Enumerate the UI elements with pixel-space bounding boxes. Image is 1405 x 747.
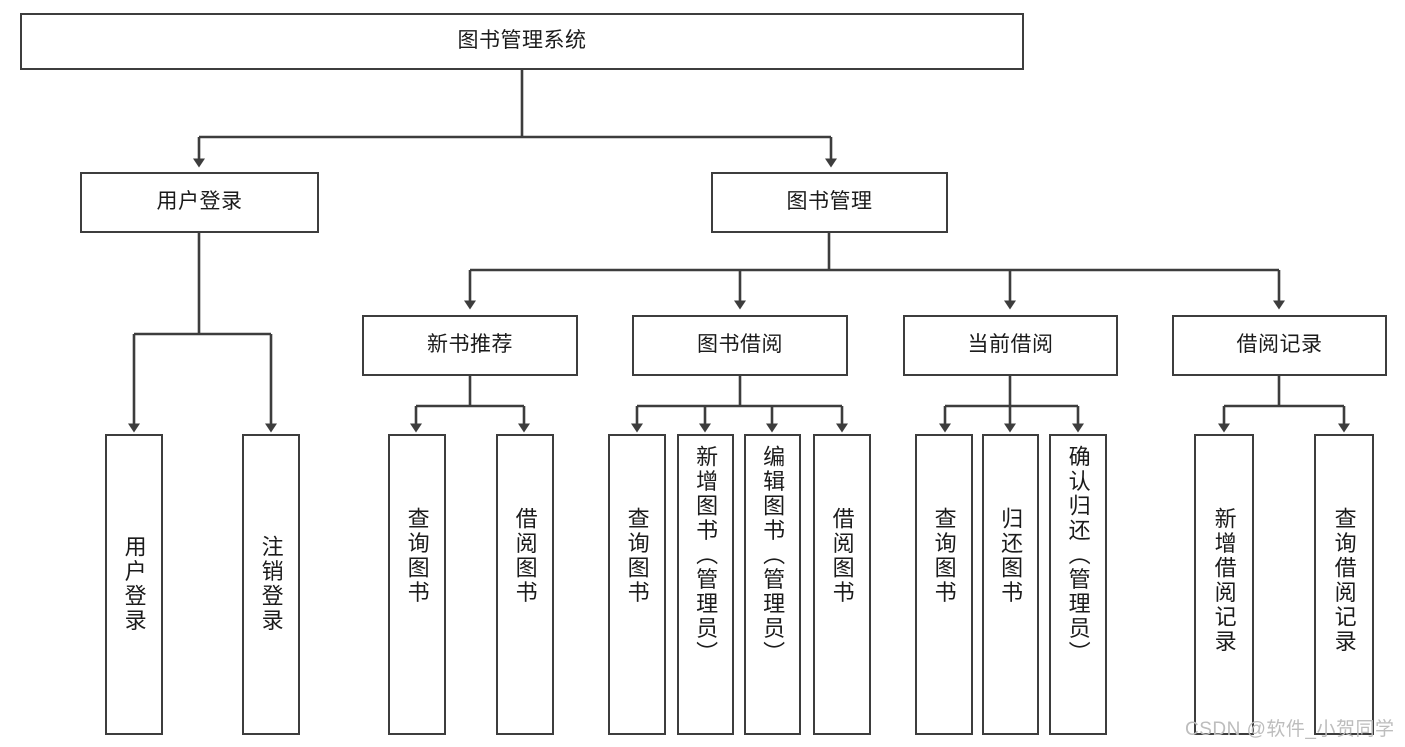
leaf-user-login-signout[interactable]: 注销登录 xyxy=(242,434,300,735)
node-root[interactable]: 图书管理系统 xyxy=(20,13,1024,70)
node-book-management[interactable]: 图书管理 xyxy=(711,172,948,233)
leaf-current-borrow-query-label: 查询图书 xyxy=(931,507,957,605)
node-current-borrow-label: 当前借阅 xyxy=(967,333,1054,357)
leaf-borrow-record-add-label: 新增借阅记录 xyxy=(1211,507,1237,654)
leaf-book-borrow-query-label: 查询图书 xyxy=(624,507,650,605)
leaf-current-borrow-confirm[interactable]: 确认归还（管理员） xyxy=(1049,434,1107,735)
node-borrow-record-label: 借阅记录 xyxy=(1236,333,1323,357)
watermark: CSDN @软件_小贺同学 xyxy=(1185,719,1395,740)
leaf-new-book-query-label: 查询图书 xyxy=(404,507,430,605)
leaf-new-book-borrow-label: 借阅图书 xyxy=(512,507,538,605)
leaf-new-book-borrow[interactable]: 借阅图书 xyxy=(496,434,554,735)
node-new-book-recommend[interactable]: 新书推荐 xyxy=(362,315,578,376)
node-book-borrow-label: 图书借阅 xyxy=(697,333,783,357)
node-book-borrow[interactable]: 图书借阅 xyxy=(632,315,848,376)
node-borrow-record[interactable]: 借阅记录 xyxy=(1172,315,1387,376)
leaf-current-borrow-confirm-label: 确认归还（管理员） xyxy=(1065,445,1091,666)
leaf-current-borrow-query[interactable]: 查询图书 xyxy=(915,434,973,735)
leaf-new-book-query[interactable]: 查询图书 xyxy=(388,434,446,735)
leaf-book-borrow-query[interactable]: 查询图书 xyxy=(608,434,666,735)
node-root-label: 图书管理系统 xyxy=(457,29,587,53)
leaf-book-borrow-edit[interactable]: 编辑图书（管理员） xyxy=(744,434,801,735)
leaf-user-login-signin-label: 用户登录 xyxy=(121,535,147,633)
leaf-user-login-signout-label: 注销登录 xyxy=(258,535,284,633)
leaf-borrow-record-query[interactable]: 查询借阅记录 xyxy=(1314,434,1374,735)
node-user-login-label: 用户登录 xyxy=(156,190,243,214)
leaf-current-borrow-return-label: 归还图书 xyxy=(998,507,1024,605)
leaf-book-borrow-lend[interactable]: 借阅图书 xyxy=(813,434,871,735)
leaf-current-borrow-return[interactable]: 归还图书 xyxy=(982,434,1039,735)
node-user-login[interactable]: 用户登录 xyxy=(80,172,319,233)
leaf-book-borrow-edit-label: 编辑图书（管理员） xyxy=(760,445,786,666)
node-new-book-recommend-label: 新书推荐 xyxy=(427,333,513,357)
leaf-user-login-signin[interactable]: 用户登录 xyxy=(105,434,163,735)
leaf-borrow-record-add[interactable]: 新增借阅记录 xyxy=(1194,434,1254,735)
leaf-book-borrow-lend-label: 借阅图书 xyxy=(829,507,855,605)
leaf-book-borrow-add[interactable]: 新增图书（管理员） xyxy=(677,434,734,735)
node-current-borrow[interactable]: 当前借阅 xyxy=(903,315,1118,376)
leaf-book-borrow-add-label: 新增图书（管理员） xyxy=(693,445,719,666)
leaf-borrow-record-query-label: 查询借阅记录 xyxy=(1331,507,1357,654)
node-book-management-label: 图书管理 xyxy=(786,190,873,214)
